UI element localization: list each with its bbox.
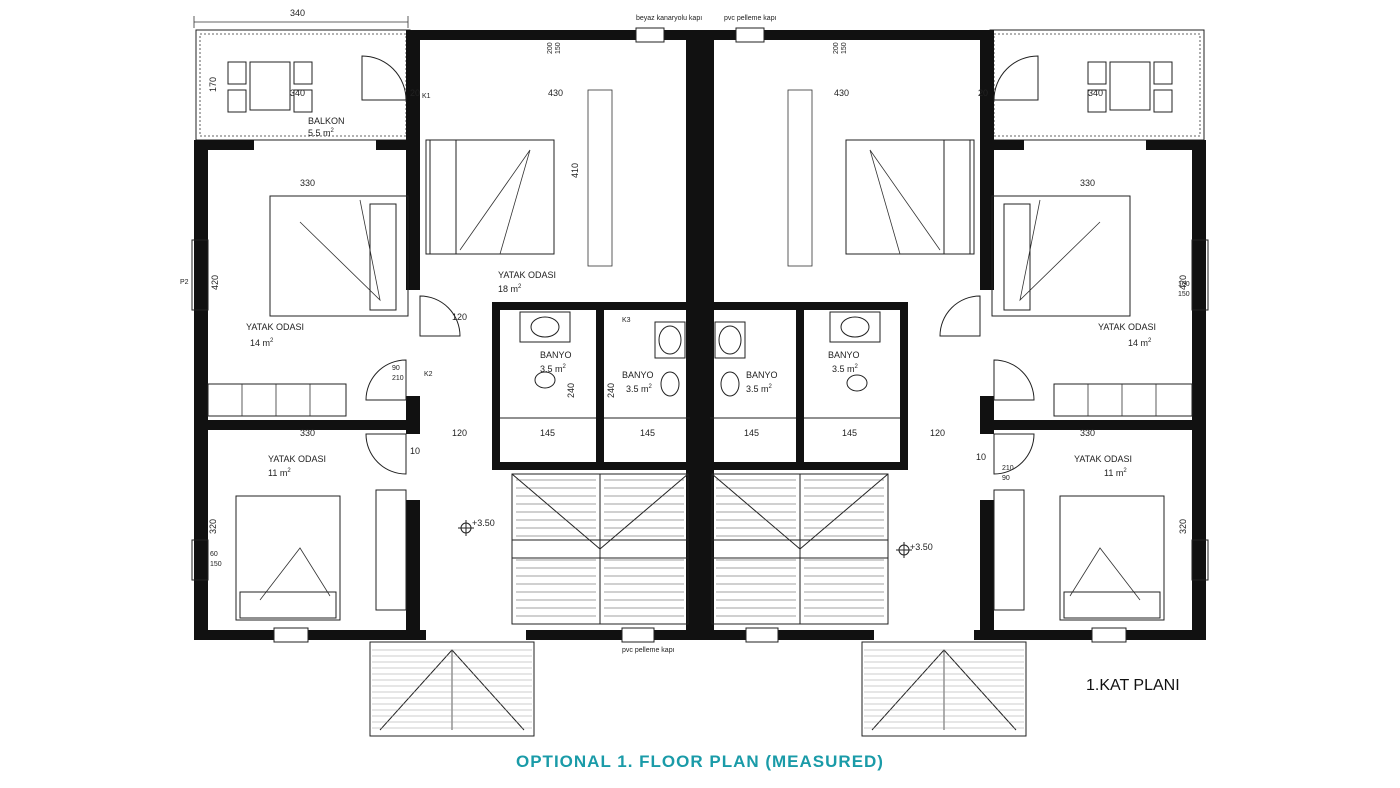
room-label-14-right: YATAK ODASI [1098, 322, 1156, 332]
dim-340-top: 340 [290, 8, 305, 18]
room-label-14-left: YATAK ODASI [246, 322, 304, 332]
opening-210-b: 210 [392, 375, 404, 382]
opening-60-left: 60 [210, 551, 218, 558]
dim-330-d: 330 [1080, 428, 1095, 438]
walls [194, 30, 1206, 640]
dim-10-left: 10 [410, 446, 420, 456]
door-marker-k3: K3 [622, 317, 631, 324]
area-unit-superscript: 2 [518, 284, 522, 290]
banyo-label-3: BANYO [746, 370, 778, 380]
balcony-area-left: 5.5 m2 [308, 128, 335, 138]
dim-320-left: 320 [208, 519, 218, 534]
dim-120-a: 120 [452, 312, 467, 322]
dim-145-c: 145 [744, 428, 759, 438]
dim-410: 410 [570, 163, 580, 178]
dimension-top [193, 16, 409, 28]
dim-240-b: 240 [606, 383, 616, 398]
room-label-11-right: YATAK ODASI [1074, 454, 1132, 464]
dim-430-left: 430 [548, 88, 563, 98]
room-area-18: 18 m2 [498, 284, 522, 294]
dim-340-balcony-left: 340 [290, 88, 305, 98]
balcony-furniture [227, 61, 1173, 113]
opening-90-b: 90 [392, 365, 400, 372]
dim-120-c: 120 [930, 428, 945, 438]
dim-330-a: 330 [300, 178, 315, 188]
area-unit-superscript: 2 [855, 364, 859, 370]
door-marker-k2: K2 [424, 371, 433, 378]
banyo-label-4: BANYO [828, 350, 860, 360]
area-unit-superscript: 2 [563, 364, 567, 370]
dim-420-right: 420 [1178, 275, 1188, 290]
wardrobes [207, 89, 1193, 611]
window-marker-p2: P2 [180, 279, 189, 286]
room-area-14-left: 14 m2 [250, 338, 274, 348]
opening-200-top-left: 200 [547, 42, 554, 54]
opening-210-a: 210 [1002, 465, 1014, 472]
dim-420-left: 420 [210, 275, 220, 290]
beds [235, 139, 1165, 621]
opening-200-top-right: 200 [833, 42, 840, 54]
banyo-area-4: 3.5 m2 [832, 364, 859, 374]
bathroom-fixtures [500, 311, 900, 419]
dim-340-balcony-right: 340 [1088, 88, 1103, 98]
dim-145-d: 145 [842, 428, 857, 438]
dim-20-left: 20 [410, 88, 420, 98]
room-label-11-left: YATAK ODASI [268, 454, 326, 464]
balcony-right [989, 29, 1205, 141]
note-top-b: pvc pelleme kapı [724, 15, 777, 22]
area-unit-superscript: 2 [649, 384, 653, 390]
area-unit-superscript: 2 [1123, 468, 1127, 474]
windows [191, 27, 1209, 643]
level-markers [458, 520, 912, 558]
area-unit-superscript: 2 [769, 384, 773, 390]
opening-150-left: 150 [210, 561, 222, 568]
opening-150-top-left: 150 [555, 42, 562, 54]
banyo-area-2: 3.5 m2 [626, 384, 653, 394]
dim-330-c: 330 [300, 428, 315, 438]
dim-170: 170 [208, 77, 218, 92]
labels: BALKON 5.5 m2 YATAK ODASI 18 m2 YATAK OD… [180, 8, 1190, 694]
opening-150-right: 150 [1178, 291, 1190, 298]
area-unit-superscript: 2 [287, 468, 291, 474]
banyo-area-3: 3.5 m2 [746, 384, 773, 394]
stair-left [511, 473, 689, 625]
stair-right [711, 473, 889, 625]
dim-20-right: 20 [978, 88, 988, 98]
note-bottom: pvc pelleme kapı [622, 647, 675, 654]
area-unit-superscript: 2 [1148, 338, 1152, 344]
balcony-label-left: BALKON [308, 116, 345, 126]
balcony-left [195, 29, 411, 141]
area-unit-superscript: 2 [270, 338, 274, 344]
dim-145-a: 145 [540, 428, 555, 438]
note-top-a: beyaz kanaryolu kapı [636, 15, 702, 22]
dim-330-b: 330 [1080, 178, 1095, 188]
dim-430-right: 430 [834, 88, 849, 98]
dim-240-a: 240 [566, 383, 576, 398]
room-area-14-right: 14 m2 [1128, 338, 1152, 348]
opening-150-top-right: 150 [841, 42, 848, 54]
banyo-area-1: 3.5 m2 [540, 364, 567, 374]
dim-320-right: 320 [1178, 519, 1188, 534]
room-label-18: YATAK ODASI [498, 270, 556, 280]
dim-145-b: 145 [640, 428, 655, 438]
level-label-left: +3.50 [472, 518, 495, 528]
room-area-11-left: 11 m2 [268, 468, 291, 478]
dim-120-b: 120 [452, 428, 467, 438]
plan-title: 1.KAT PLANI [1086, 677, 1180, 694]
area-unit-superscript: 2 [331, 128, 335, 134]
level-label-right: +3.50 [910, 542, 933, 552]
page-caption: OPTIONAL 1. FLOOR PLAN (MEASURED) [516, 752, 884, 771]
opening-160-right: 160 [1178, 281, 1190, 288]
dim-10-right: 10 [976, 452, 986, 462]
door-swings [361, 55, 1039, 475]
banyo-label-1: BANYO [540, 350, 572, 360]
banyo-label-2: BANYO [622, 370, 654, 380]
door-marker-k1: K1 [422, 93, 431, 100]
room-area-11-right: 11 m2 [1104, 468, 1127, 478]
opening-90-a: 90 [1002, 475, 1010, 482]
